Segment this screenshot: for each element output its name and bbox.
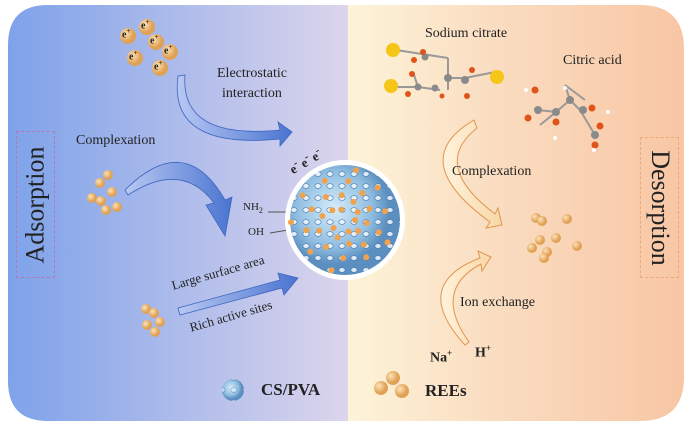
ree-particle <box>141 304 151 314</box>
ree-particle <box>537 216 547 226</box>
adsorbed-ree-dot <box>323 244 329 250</box>
adsorbed-ree-dot <box>338 192 345 199</box>
desorption-label-box: Desorption <box>640 137 679 278</box>
ree-particle <box>539 253 549 263</box>
electrostatic-arrow <box>176 74 293 148</box>
adsorbed-ree-dot <box>363 220 370 226</box>
ree-particle <box>96 196 106 206</box>
cation-particle <box>127 50 143 66</box>
adsorbed-ree-dot <box>359 190 366 197</box>
adsorbed-ree-dot <box>374 184 381 191</box>
adsorbed-ree-dot <box>299 192 306 199</box>
cation-label: e+ <box>150 33 159 47</box>
adsorbed-ree-dot <box>355 228 361 234</box>
adsorbed-ree-dot <box>354 209 361 215</box>
desorption-label: Desorption <box>645 149 675 266</box>
ree-particle <box>149 308 159 318</box>
adsorbed-ree-dot <box>352 217 358 223</box>
electrostatic-label: Electrostatic interaction <box>217 66 287 101</box>
ree-particle <box>142 320 152 330</box>
adsorbed-ree-dot <box>338 206 345 213</box>
adsorbed-ree-dot <box>375 229 382 236</box>
cation-label: e+ <box>129 49 138 63</box>
adsorbed-ree-dot <box>329 207 336 214</box>
oh-label: OH <box>248 226 264 238</box>
cation-label: e+ <box>164 43 173 57</box>
ree-particle <box>101 205 111 215</box>
adsorbed-ree-dot <box>322 194 329 200</box>
ree-particle <box>87 193 97 203</box>
adsorption-label-box: Adsorption <box>16 131 55 278</box>
desorption-panel <box>348 5 684 421</box>
adsorbed-ree-dot <box>288 219 294 226</box>
adsorbed-ree-dot <box>345 178 352 185</box>
ree-particle <box>112 202 122 212</box>
ree-particle <box>551 233 561 243</box>
adsorbed-ree-dot <box>360 241 367 248</box>
adsorbed-ree-dot <box>334 234 341 241</box>
ree-particle <box>103 170 113 180</box>
ion-exchange-label: Ion exchange <box>460 295 536 310</box>
ion-exchange-arrow <box>440 250 492 346</box>
ree-particle <box>150 327 160 337</box>
cation-particle <box>152 60 168 76</box>
cation-particle <box>148 34 164 50</box>
cation-label: e+ <box>154 59 163 73</box>
adsorbed-ree-dot <box>346 240 352 247</box>
cation-particle <box>120 28 136 44</box>
adsorption-panel <box>8 5 348 421</box>
cation-label: e+ <box>141 18 150 32</box>
adsorption-label: Adsorption <box>20 146 50 263</box>
ree-particle <box>107 187 117 197</box>
ree-particle <box>562 214 572 224</box>
h-label: H+ <box>475 343 492 361</box>
ree-particle <box>95 178 105 188</box>
adsorbed-ree-dot <box>321 177 328 184</box>
adsorbed-ree-dot <box>366 205 373 212</box>
adsorbed-ree-dot <box>328 267 335 274</box>
ree-legend-icon <box>386 371 400 385</box>
cs-pva-legend-label: CS/PVA <box>261 380 321 399</box>
ree-particle <box>535 235 545 245</box>
adsorbed-ree-dot <box>363 254 370 261</box>
ree-particle <box>527 243 537 253</box>
rees-legend-label: REEs <box>425 381 467 400</box>
desorption-complexation-label: Complexation <box>452 164 532 179</box>
adsorbed-ree-dot <box>330 225 337 231</box>
desorption-complexation-arrow <box>442 119 503 229</box>
adsorbed-ree-dot <box>382 208 388 215</box>
ree-particle <box>155 317 165 327</box>
cation-particle <box>139 19 155 35</box>
adsorbed-ree-dot <box>307 248 314 255</box>
adsorbed-ree-dot <box>316 227 323 234</box>
adsorbed-ree-dot <box>340 255 347 261</box>
ree-particle <box>572 241 582 251</box>
na-label: Na+ <box>430 348 453 366</box>
adsorbed-ree-dot <box>308 206 315 213</box>
adsorbed-ree-dot <box>319 213 326 219</box>
adsorbed-ree-dot <box>350 198 357 205</box>
complexation-label: Complexation <box>76 133 156 148</box>
complexation-arrow <box>124 162 233 238</box>
cation-label: e+ <box>122 27 131 41</box>
adsorbed-ree-dot <box>303 227 310 234</box>
ree-legend-icon <box>395 384 409 398</box>
cation-particle <box>162 44 178 60</box>
sodium-citrate-label: Sodium citrate <box>425 26 508 41</box>
adsorbed-ree-dot <box>345 228 352 235</box>
citric-acid-label: Citric acid <box>563 53 622 68</box>
ree-legend-icon <box>374 381 388 395</box>
adsorbed-ree-dot <box>353 167 360 174</box>
nh2-label: NH2 <box>243 201 263 216</box>
surface-arrow <box>177 272 299 316</box>
adsorbed-ree-dot <box>384 239 391 246</box>
